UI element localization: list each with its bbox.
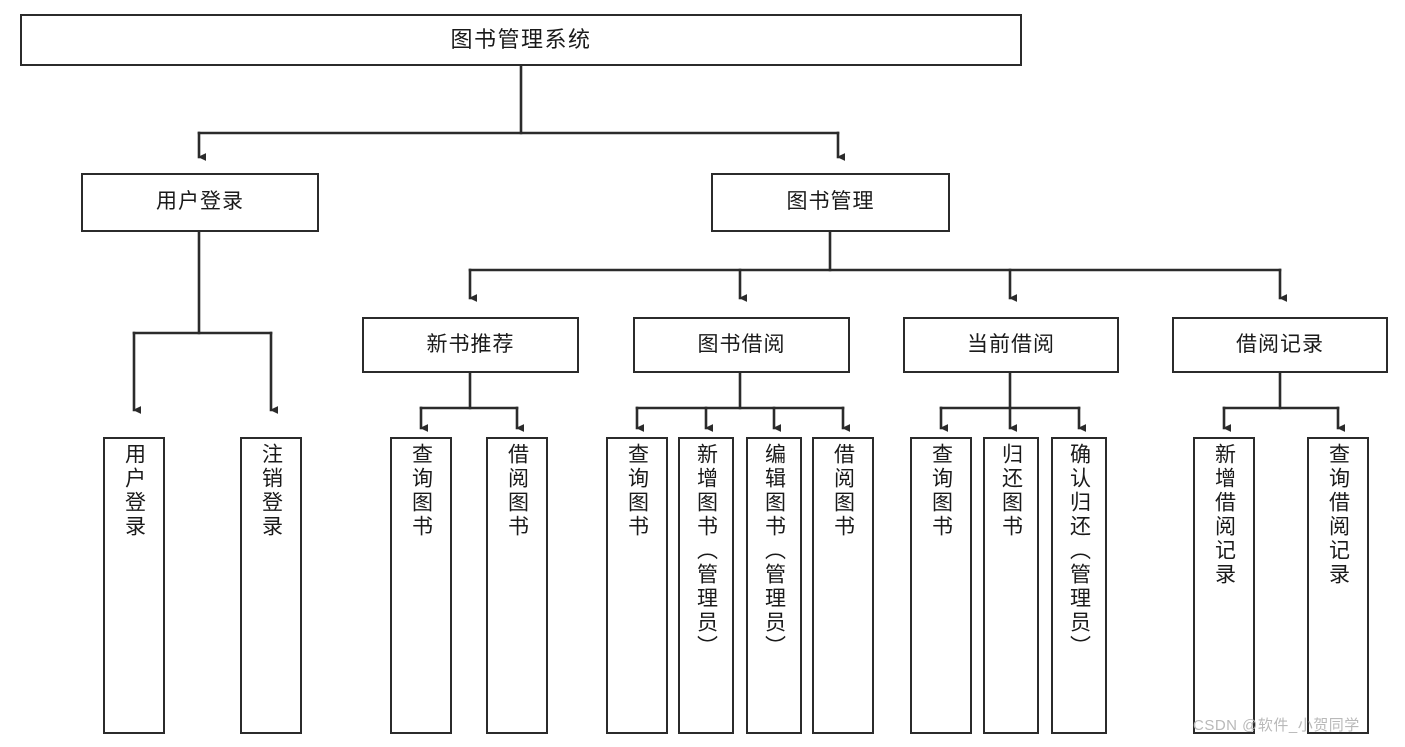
node-label: 新增借阅记录	[1212, 443, 1236, 587]
node-label: 当前借阅	[967, 332, 1055, 356]
csdn-watermark: CSDN @软件_小贺同学	[1193, 717, 1360, 734]
node-user-login[interactable]: 用户登录	[81, 173, 319, 232]
leaf-book-borrow-add-book-admin[interactable]: 新增图书（管理员）	[678, 437, 734, 734]
leaf-new-book-borrow-book[interactable]: 借阅图书	[486, 437, 548, 734]
leaf-current-borrow-confirm-return-admin[interactable]: 确认归还（管理员）	[1051, 437, 1107, 734]
node-label: 注销登录	[259, 443, 283, 539]
node-label: 借阅记录	[1236, 332, 1324, 356]
node-label: 借阅图书	[831, 443, 855, 539]
node-label: 新书推荐	[426, 332, 515, 356]
node-label: 用户登录	[122, 443, 146, 539]
node-book-borrowing[interactable]: 图书借阅	[633, 317, 850, 373]
leaf-book-borrow-borrow-book[interactable]: 借阅图书	[812, 437, 874, 734]
leaf-new-book-query-book[interactable]: 查询图书	[390, 437, 452, 734]
node-label: 图书管理	[786, 190, 875, 214]
node-new-book-recommendation[interactable]: 新书推荐	[362, 317, 579, 373]
leaf-borrow-record-query-record[interactable]: 查询借阅记录	[1307, 437, 1369, 734]
node-label: 查询图书	[929, 443, 953, 539]
node-label: 查询借阅记录	[1326, 443, 1350, 587]
node-label: 用户登录	[156, 190, 244, 214]
leaf-book-borrow-query-book[interactable]: 查询图书	[606, 437, 668, 734]
leaf-user-login-logout[interactable]: 注销登录	[240, 437, 302, 734]
node-root-book-management-system[interactable]: 图书管理系统	[20, 14, 1022, 66]
node-label: 图书管理系统	[450, 27, 592, 53]
node-label: 查询图书	[625, 443, 649, 539]
node-label: 新增图书（管理员）	[694, 443, 718, 659]
leaf-borrow-record-add-record[interactable]: 新增借阅记录	[1193, 437, 1255, 734]
node-borrowing-record[interactable]: 借阅记录	[1172, 317, 1388, 373]
leaf-user-login-login[interactable]: 用户登录	[103, 437, 165, 734]
node-label: 图书借阅	[697, 332, 786, 356]
node-label: 借阅图书	[505, 443, 529, 539]
node-label: 确认归还（管理员）	[1067, 443, 1091, 659]
leaf-current-borrow-query-book[interactable]: 查询图书	[910, 437, 972, 734]
leaf-current-borrow-return-book[interactable]: 归还图书	[983, 437, 1039, 734]
node-current-borrowing[interactable]: 当前借阅	[903, 317, 1119, 373]
node-label: 查询图书	[409, 443, 433, 539]
node-label: 编辑图书（管理员）	[762, 443, 786, 659]
leaf-book-borrow-edit-book-admin[interactable]: 编辑图书（管理员）	[746, 437, 802, 734]
node-label: 归还图书	[999, 443, 1023, 539]
node-book-management[interactable]: 图书管理	[711, 173, 950, 232]
